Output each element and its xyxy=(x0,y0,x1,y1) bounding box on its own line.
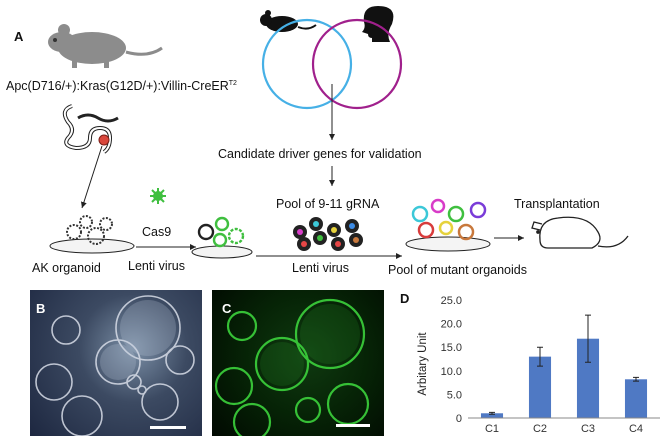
x-tick-label: C3 xyxy=(581,423,595,435)
x-tick-label: C4 xyxy=(629,423,643,435)
transplantation-label: Transplantation xyxy=(514,197,600,211)
fluorescence-organoid-photo xyxy=(212,290,384,436)
error-bar-c1 xyxy=(489,411,495,415)
bar-c3 xyxy=(576,338,600,418)
mutant-organoids-label: Pool of mutant organoids xyxy=(388,263,527,277)
y-tick-label: 10.0 xyxy=(441,366,462,378)
pool-grna-label: Pool of 9-11 gRNA xyxy=(276,197,380,211)
y-tick-label: 20.0 xyxy=(441,319,462,331)
x-tick-label: C1 xyxy=(485,423,499,435)
genotype-text: Apc(D716/+):Kras(G12D/+):Villin-CreER xyxy=(6,79,229,94)
y-tick-label: 25.0 xyxy=(441,295,462,307)
genotype-superscript: T2 xyxy=(228,80,237,87)
panel-label-b: B xyxy=(36,301,46,316)
panel-label-d: D xyxy=(400,291,410,306)
cas9-virus-icon xyxy=(150,188,166,204)
panel-label-a: A xyxy=(14,29,24,44)
cas9-organoid-dish xyxy=(191,216,253,259)
lenti-virus-label-1: Lenti virus xyxy=(128,259,185,273)
mouse-grey-icon xyxy=(48,24,163,68)
bar-group xyxy=(480,338,648,418)
cas9-label: Cas9 xyxy=(142,225,172,239)
venn-circle-human xyxy=(311,18,403,110)
genotype-label: Apc(D716/+):Kras(G12D/+):Villin-CreERT2 xyxy=(6,80,237,93)
figure-a-schematic xyxy=(48,6,629,259)
mouse-black-icon xyxy=(260,10,317,32)
error-bar-c2 xyxy=(537,346,543,367)
error-bar-group xyxy=(489,314,639,415)
venn-circle-mouse xyxy=(261,18,353,110)
lenti-virus-label-2: Lenti virus xyxy=(292,261,349,275)
intestine-icon xyxy=(62,104,119,154)
ak-organoid-dish xyxy=(49,215,135,254)
y-axis-label: Arbitary Unit xyxy=(417,332,429,396)
ak-organoid-label: AK organoid xyxy=(32,261,101,275)
x-tick-label: C2 xyxy=(533,423,547,435)
x-axis-ticks: C1 C2 C3 C4 xyxy=(485,423,643,435)
panel-label-c: C xyxy=(222,301,232,316)
grna-virus-pool-icon xyxy=(293,217,363,251)
bar-c2 xyxy=(528,356,552,418)
brightfield-organoid-photo xyxy=(30,290,202,436)
error-bar-c4 xyxy=(633,376,639,382)
mutant-organoid-dish xyxy=(405,198,491,252)
error-bar-c3 xyxy=(585,314,591,363)
candidate-genes-label: Candidate driver genes for validation xyxy=(218,147,422,161)
y-axis-ticks: 0 5.0 10.0 15.0 20.0 25.0 xyxy=(441,295,462,425)
y-tick-label: 0 xyxy=(456,413,462,425)
bar-c4 xyxy=(624,379,648,418)
bar-c1 xyxy=(480,413,504,418)
y-tick-label: 5.0 xyxy=(447,389,462,401)
y-tick-label: 15.0 xyxy=(441,342,462,354)
recipient-mouse-icon xyxy=(531,216,629,249)
